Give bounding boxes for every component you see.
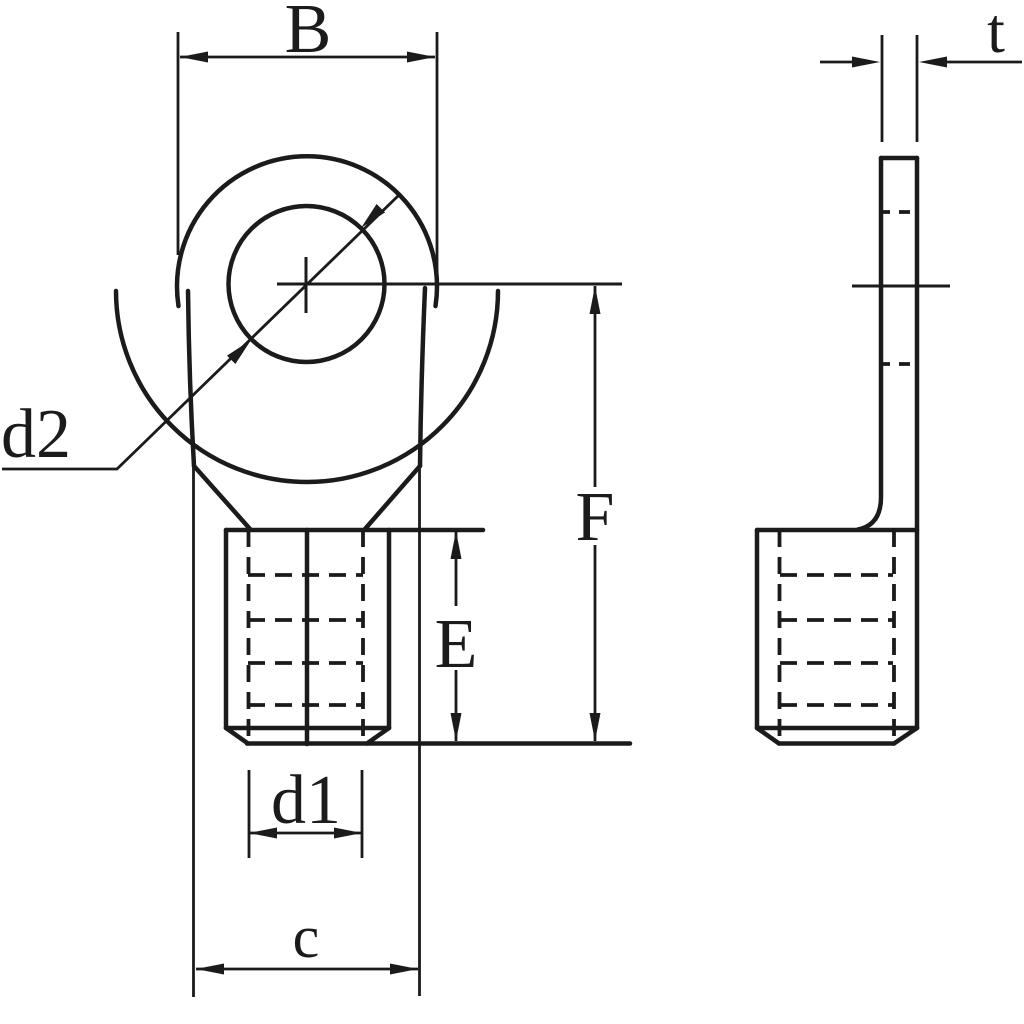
- dim-label-c: c: [293, 904, 320, 970]
- dim-d1-extension-lines: [247, 770, 364, 858]
- dim-d2-arrow-lower: [227, 340, 251, 364]
- dim-label-b: B: [285, 0, 332, 68]
- dim-d2-arrow-upper: [361, 204, 385, 228]
- barrel-chamfer: [223, 725, 392, 746]
- transition-arc: [113, 288, 501, 485]
- dim-t-extension-lines: [880, 35, 919, 142]
- dim-label-d1: d1: [271, 762, 341, 839]
- dim-label-f: F: [576, 479, 615, 556]
- funnel-line-left: [191, 463, 253, 532]
- dim-c-arrow-right: [390, 963, 418, 975]
- dimension-e: E: [435, 531, 478, 741]
- dim-label-e: E: [435, 606, 478, 683]
- side-serration-lines: [780, 573, 893, 707]
- side-barrel-chamfer: [754, 725, 920, 746]
- barrel-bore-hidden-lines: [246, 530, 365, 743]
- dim-e-arrow-top: [450, 531, 462, 559]
- side-view: [754, 155, 950, 746]
- dim-c-arrow-left: [196, 963, 224, 975]
- side-tongue-left-line: [855, 155, 884, 532]
- funnel-line-right: [362, 463, 423, 532]
- palm-side-right: [417, 285, 428, 469]
- side-hole-hidden-lines: [879, 210, 919, 366]
- palm-side-left: [185, 288, 197, 469]
- dim-label-d2: d2: [1, 396, 71, 473]
- dim-d1-arrow-left: [249, 827, 277, 839]
- side-bore-hidden-lines: [777, 530, 896, 743]
- dim-d1-arrow-right: [334, 827, 362, 839]
- ring-outer-arc: [174, 154, 440, 309]
- dim-b-extension-lines: [176, 32, 439, 278]
- dim-b-arrow-left: [180, 51, 208, 63]
- dim-label-t: t: [987, 0, 1005, 66]
- dim-c-extension-lines: [192, 466, 421, 997]
- dimension-d2: d2: [1, 193, 400, 473]
- dimension-c: c: [192, 466, 421, 997]
- dim-f-arrow-bottom: [589, 713, 601, 741]
- dim-d2-leader: [2, 193, 400, 471]
- dim-b-arrow-right: [407, 51, 435, 63]
- dimension-d1: d1: [247, 762, 364, 858]
- dimension-f: F: [576, 286, 615, 741]
- dimension-t: t: [820, 0, 1022, 142]
- dim-t-arrow-left: [852, 56, 880, 68]
- barrel-serration-lines: [248, 573, 363, 707]
- dim-e-arrow-bottom: [450, 713, 462, 741]
- dim-t-arrow-right: [919, 56, 947, 68]
- front-view: [113, 154, 633, 747]
- dimension-b: B: [176, 0, 439, 278]
- barrel-walls: [223, 527, 392, 731]
- dim-f-arrow-top: [589, 286, 601, 314]
